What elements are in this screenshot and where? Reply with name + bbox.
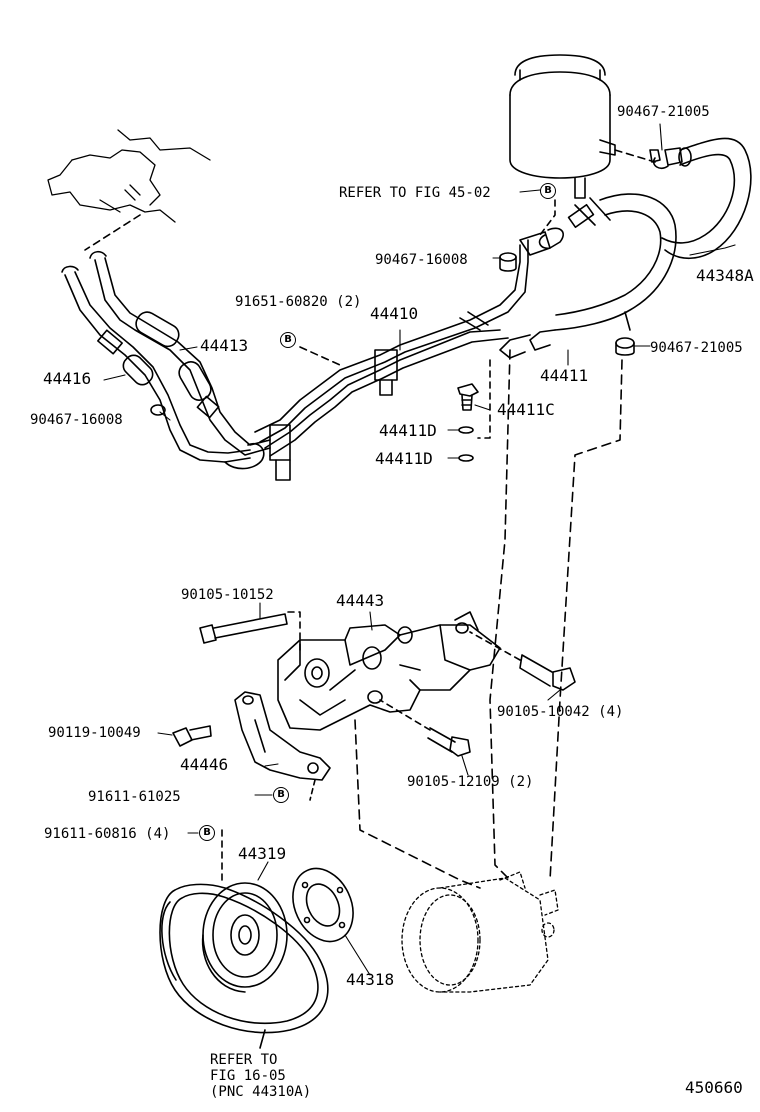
pulley-44319 — [201, 882, 288, 993]
gasket-44411d-a — [458, 426, 474, 434]
drive-belt — [159, 883, 329, 1034]
hose-44416 — [61, 265, 265, 470]
label-refer-fig-16-05: REFER TO FIG 16-05 (PNC 44310A) — [210, 1052, 312, 1100]
b-marker-refer-45: B — [540, 183, 556, 199]
label-90467-16008-left: 90467-16008 — [30, 412, 123, 428]
bolt-90105-10152 — [199, 613, 288, 644]
label-90467-21005-right: 90467-21005 — [650, 340, 743, 356]
bolt-90105-10042 — [519, 654, 576, 691]
b-marker-91611-60816: B — [199, 825, 215, 841]
label-90119-10049: 90119-10049 — [48, 725, 141, 741]
phantom-line-bracket-pump — [354, 719, 481, 889]
leader-union-bolt — [477, 359, 491, 439]
tubes-44410 — [254, 239, 529, 481]
leader-bolt-10042 — [469, 631, 521, 661]
label-91611-60816: 91611-60816 (4) — [44, 826, 171, 842]
plate-44318 — [292, 867, 354, 943]
bracket-44446 — [234, 691, 331, 781]
gasket-44411d-b — [458, 454, 474, 462]
phantom-line-pump-1 — [489, 349, 511, 881]
phantom-line-pump-2 — [549, 359, 623, 881]
label-44416: 44416 — [43, 369, 92, 388]
label-refer-fig-45-02: REFER TO FIG 45-02 — [339, 185, 491, 201]
diagram-number: 450660 — [685, 1078, 743, 1097]
label-44318: 44318 — [346, 970, 395, 989]
leader-belt-refer — [259, 1029, 266, 1049]
label-90467-16008-mid: 90467-16008 — [375, 252, 468, 268]
leader-reservoir-clip — [614, 149, 656, 163]
reservoir — [509, 54, 616, 199]
steering-gear-outline — [47, 129, 211, 223]
clamp-90467-16008-mid — [499, 252, 517, 272]
bolt-90105-12109 — [427, 727, 471, 757]
leader-bolt-12109 — [379, 699, 431, 731]
label-44319: 44319 — [238, 844, 287, 863]
label-44348a: 44348A — [696, 266, 754, 285]
label-91611-61025: 91611-61025 — [88, 789, 181, 805]
bolt-90119-10049 — [172, 725, 212, 747]
leader-91651 — [299, 346, 341, 366]
union-bolt-44411c — [457, 383, 479, 411]
hose-44413 — [89, 250, 271, 456]
b-marker-91651: B — [280, 332, 296, 348]
label-44411c: 44411C — [497, 400, 555, 419]
label-90105-10152: 90105-10152 — [181, 587, 274, 603]
label-44411d-a: 44411D — [379, 421, 437, 440]
power-steering-pump-phantom — [401, 871, 559, 993]
leader-refer-45 — [539, 199, 556, 236]
leader-44446-b — [309, 779, 316, 801]
hose-44411 — [499, 193, 677, 359]
hose-44348a — [649, 137, 752, 260]
label-90105-10042: 90105-10042 (4) — [497, 704, 624, 720]
label-44443: 44443 — [336, 591, 385, 610]
label-44411d-b: 44411D — [375, 449, 433, 468]
label-44410: 44410 — [370, 304, 419, 323]
bracket-44443 — [277, 611, 501, 731]
label-44413: 44413 — [200, 336, 249, 355]
clamp-90467-21005-right — [615, 311, 635, 356]
label-44446: 44446 — [180, 755, 229, 774]
label-90467-21005-top: 90467-21005 — [617, 104, 710, 120]
leader-bolt-10152 — [287, 611, 301, 651]
b-marker-91611-61025: B — [273, 787, 289, 803]
label-90105-12109: 90105-12109 (2) — [407, 774, 534, 790]
leader-lines — [103, 123, 736, 976]
leader-gear-to-hose — [84, 214, 141, 251]
label-91651-60820: 91651-60820 (2) — [235, 294, 362, 310]
label-44411: 44411 — [540, 366, 589, 385]
